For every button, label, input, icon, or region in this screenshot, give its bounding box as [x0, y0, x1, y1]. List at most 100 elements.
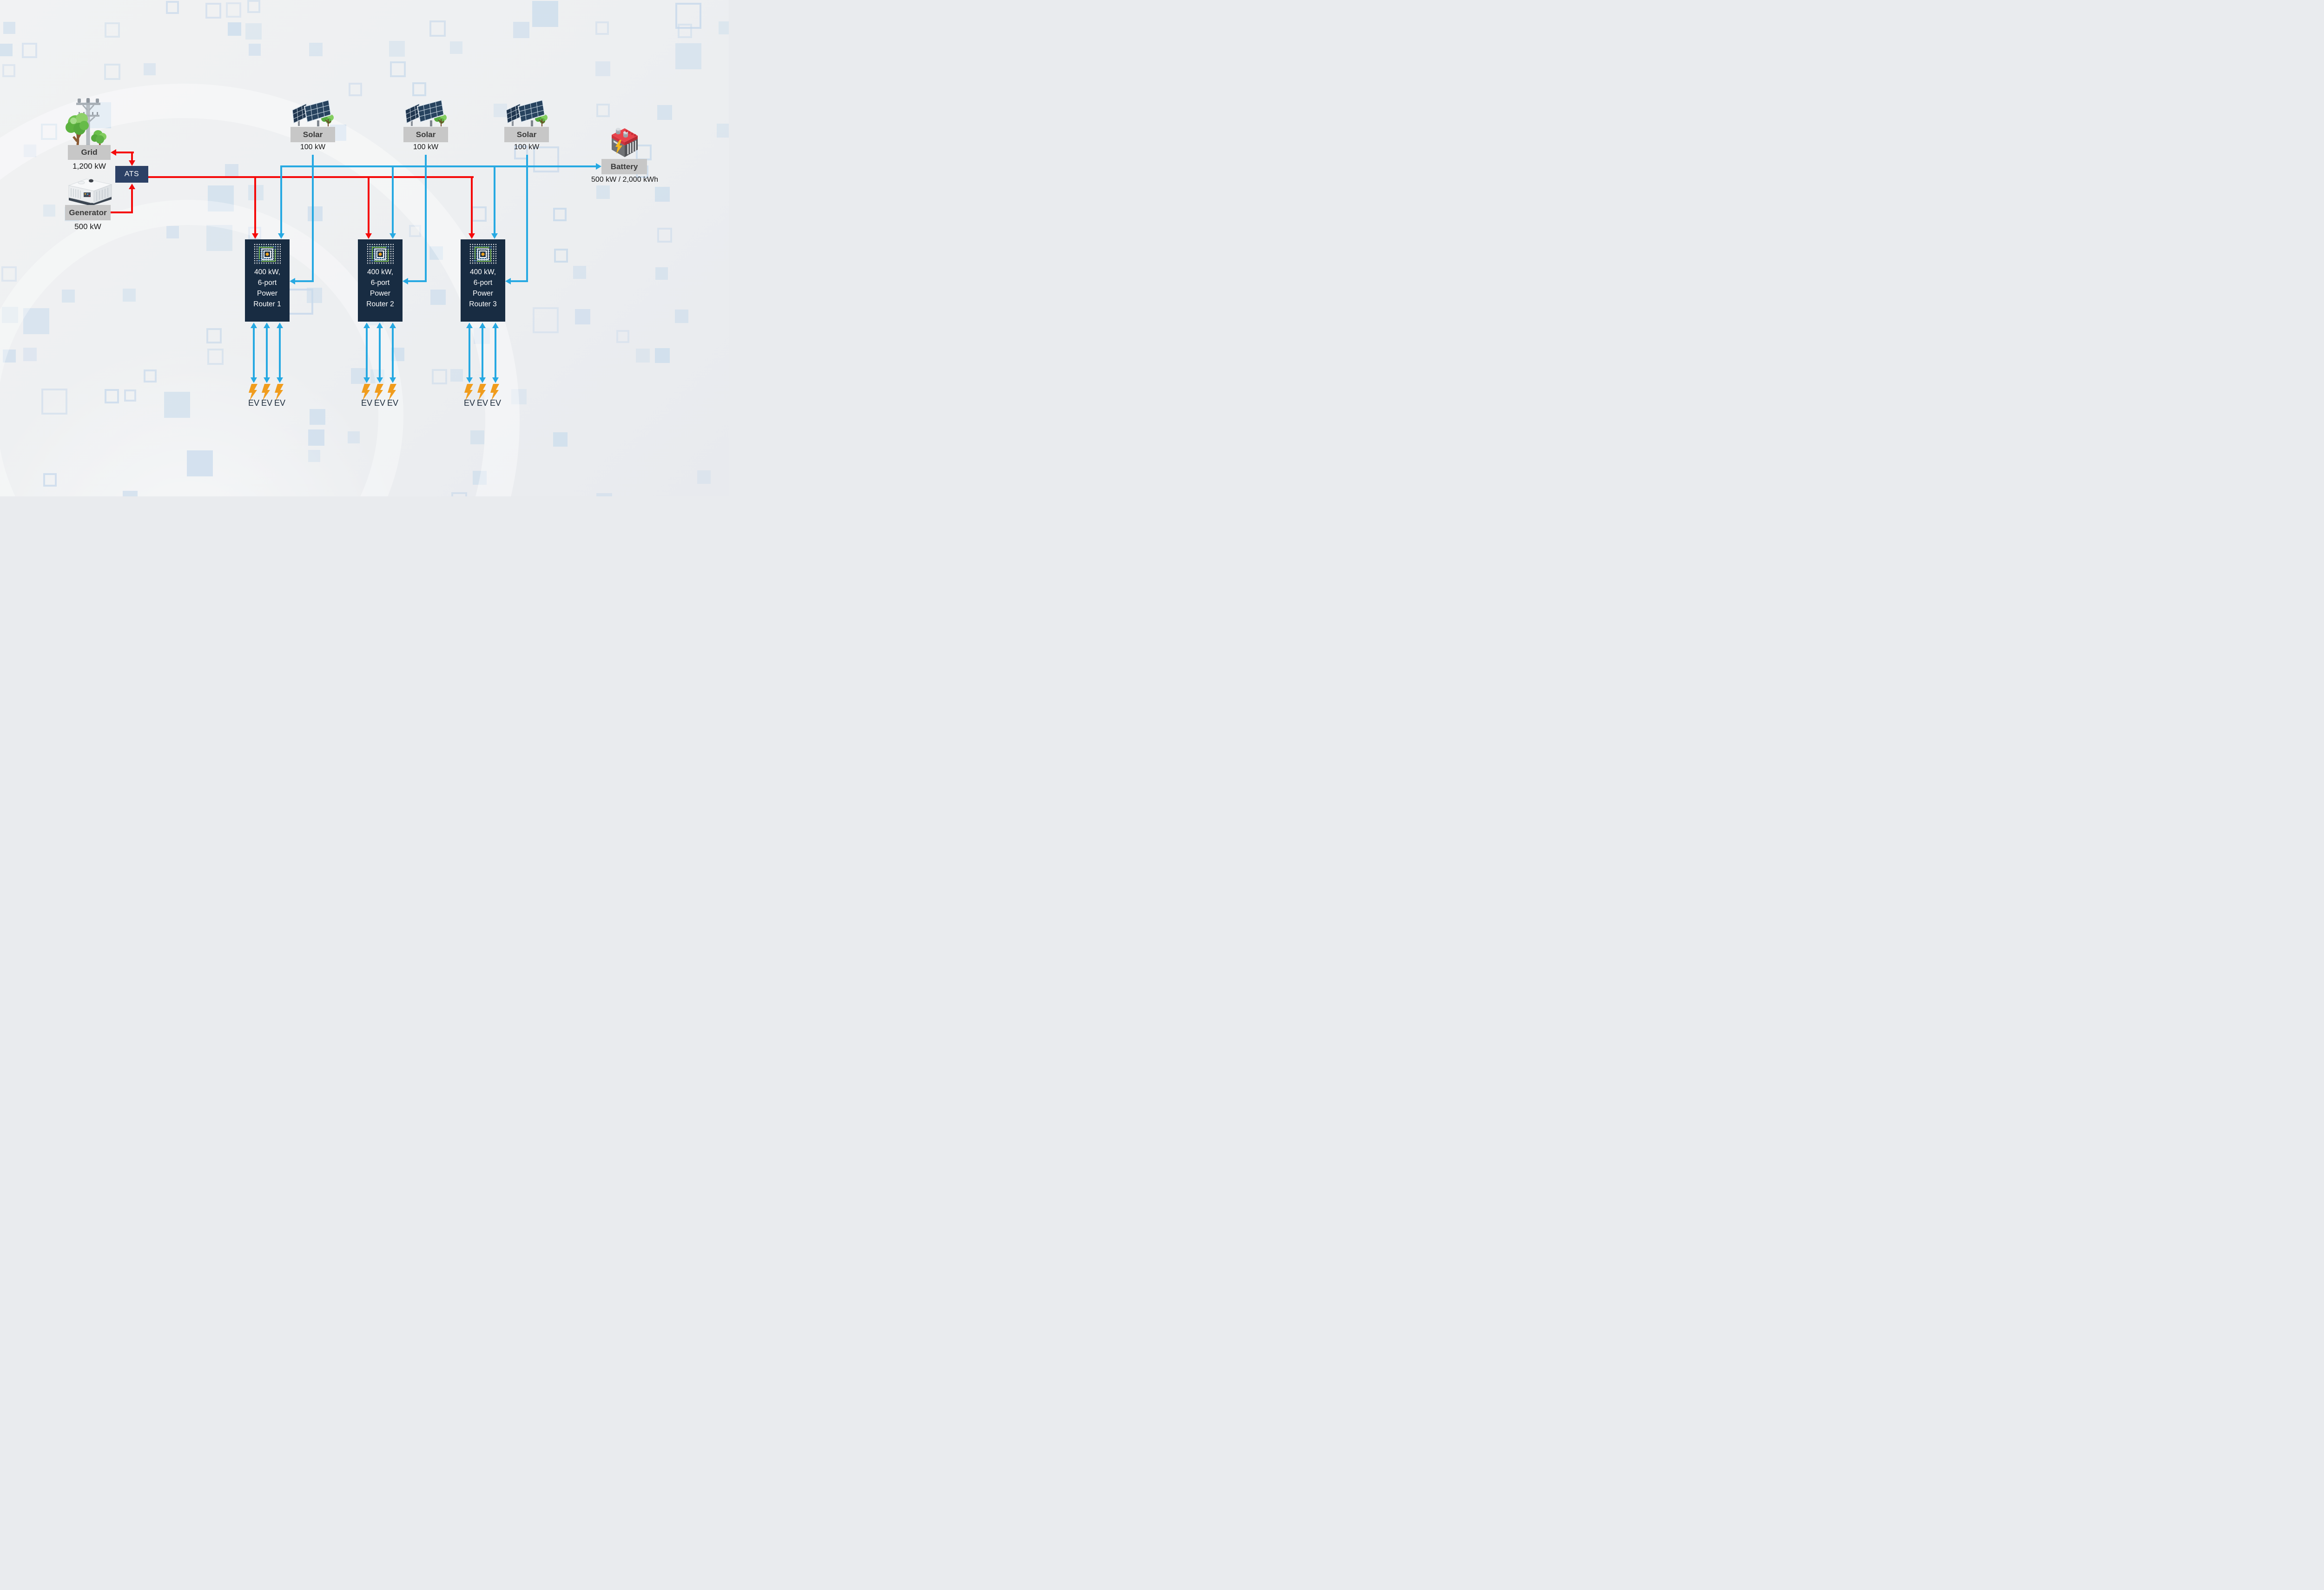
arrowhead-into-ev	[363, 377, 370, 383]
router2-text: 400 kW,	[367, 268, 393, 276]
battery-capacity: 500 kW / 2,000 kWh	[591, 176, 659, 184]
pattern-square	[144, 63, 156, 75]
pattern-square	[412, 82, 426, 96]
red-drop-router1	[254, 177, 256, 233]
solar-label-text: Solar	[303, 130, 323, 139]
pattern-square	[62, 290, 75, 303]
pattern-square	[206, 225, 232, 251]
solar-label-text: Solar	[416, 130, 436, 139]
arrowhead-into-ev	[376, 377, 383, 383]
pattern-square	[308, 450, 320, 462]
battery-label: Battery	[601, 159, 647, 174]
pattern-square	[348, 431, 360, 443]
ats-box: ATS	[115, 166, 148, 183]
generator-label-text: Generator	[69, 208, 107, 217]
pattern-square	[409, 225, 421, 237]
blue-drop-router2	[392, 166, 394, 233]
pattern-square	[596, 185, 610, 199]
pattern-square	[228, 22, 241, 36]
pattern-square	[3, 22, 15, 34]
battery-icon	[612, 128, 638, 157]
ev-line	[495, 328, 496, 377]
arrowhead-into-router-bottom	[264, 323, 270, 328]
pattern-square	[206, 328, 222, 343]
solar1-feed-line	[312, 155, 314, 282]
ev-bolt-icon	[490, 384, 499, 401]
pattern-square	[123, 289, 136, 302]
pattern-square	[533, 307, 559, 333]
router1-text: Power	[257, 290, 277, 297]
arrowhead-into-router-bottom	[363, 323, 370, 328]
line-generator-elbow	[131, 189, 133, 213]
utility-pole-icon	[66, 98, 106, 146]
router2-text: 6-port	[370, 279, 390, 287]
router2-text: Power	[370, 290, 390, 297]
solar-capacity: 100 kW	[300, 143, 326, 151]
pattern-square	[105, 22, 120, 38]
power-router-2: 400 kW, 6-port Power Router 2	[358, 239, 403, 322]
blue-dc-bus	[280, 165, 596, 167]
pattern-square	[471, 206, 487, 222]
arrowhead-into-ats-top	[129, 160, 135, 166]
pattern-square	[205, 3, 221, 19]
solar-panel-icon	[506, 99, 548, 126]
pattern-square	[655, 187, 670, 202]
ev-bolt-icon	[464, 384, 473, 401]
ev-line	[253, 328, 255, 377]
ev-bolt-icon	[249, 384, 257, 401]
pattern-square	[23, 308, 49, 334]
arrowhead-into-router-bottom	[492, 323, 499, 328]
ev-label: EV	[248, 398, 259, 408]
pattern-square	[308, 429, 324, 446]
router1-text: 400 kW,	[254, 268, 280, 276]
pattern-square	[429, 246, 443, 260]
pattern-square	[249, 44, 261, 56]
pattern-square	[144, 369, 157, 383]
pattern-square	[553, 432, 568, 447]
arrowhead-into-battery	[596, 163, 601, 170]
pattern-square	[124, 389, 136, 402]
pattern-square	[432, 369, 447, 384]
red-ac-bus	[148, 176, 474, 178]
solar-label: Solar	[290, 127, 335, 142]
pattern-square	[554, 249, 568, 263]
arrowhead-into-ev	[479, 377, 486, 383]
pattern-square	[349, 83, 362, 96]
arrowhead-into-ev	[466, 377, 473, 383]
pattern-square	[450, 369, 463, 382]
router3-text: Router 3	[469, 300, 497, 308]
arrowhead-into-router2-side	[403, 278, 408, 284]
arrowhead-into-router-bottom	[277, 323, 283, 328]
line-grid-elbow	[131, 152, 133, 161]
pattern-square	[310, 409, 325, 425]
generator-capacity: 500 kW	[74, 222, 101, 231]
pattern-square	[3, 350, 16, 363]
pattern-square	[532, 1, 558, 27]
red-drop-router3	[471, 177, 473, 233]
pattern-square	[450, 41, 462, 54]
power-router-3: 400 kW, 6-port Power Router 3	[461, 239, 505, 322]
pattern-square	[675, 43, 701, 69]
ev-bolt-icon	[375, 384, 383, 401]
pattern-square	[43, 205, 55, 217]
router3-text: 400 kW,	[470, 268, 496, 276]
pattern-square	[22, 43, 37, 58]
solar-panel-icon	[292, 99, 334, 126]
router1-text: 6-port	[257, 279, 277, 287]
pattern-square	[208, 185, 234, 211]
ev-bolt-icon	[388, 384, 396, 401]
ev-line	[279, 328, 281, 377]
pattern-square	[655, 348, 670, 363]
pattern-square	[123, 491, 138, 496]
ev-line	[482, 328, 483, 377]
ats-label-text: ATS	[124, 170, 139, 178]
ev-label: EV	[476, 398, 488, 408]
pattern-square	[247, 0, 260, 13]
pattern-square	[166, 226, 179, 238]
pattern-square	[494, 104, 507, 117]
arrowhead-into-router1	[252, 233, 258, 239]
pattern-square	[225, 164, 238, 178]
pattern-square	[533, 146, 559, 172]
microgrid-diagram: Grid 1,200 kW Generator 500 kW ATS Solar…	[0, 0, 729, 496]
pattern-square	[307, 288, 322, 303]
